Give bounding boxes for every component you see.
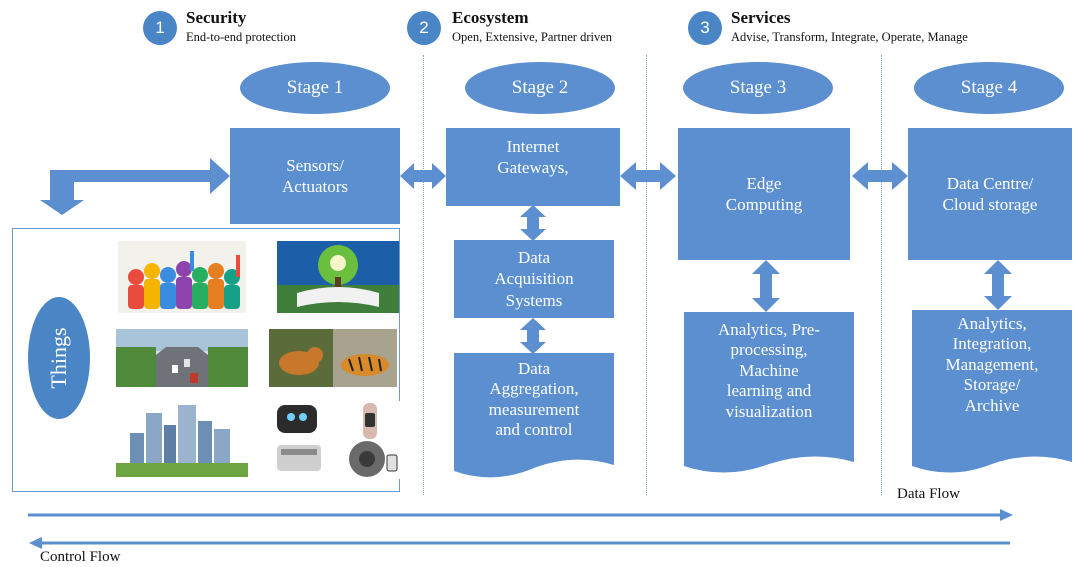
datacentre-line-1: Data Centre/	[946, 173, 1034, 193]
services-subtitle: Advise, Transform, Integrate, Operate, M…	[731, 30, 968, 44]
security-title: Security	[186, 8, 247, 27]
step-3-badge: 3	[688, 11, 722, 45]
separator-1	[423, 55, 424, 495]
aggregation-line-4: and control	[495, 420, 573, 440]
acquisition-line-2: Acquisition	[494, 269, 574, 289]
control-flow-arrowhead	[29, 537, 42, 549]
dc-analytics-line-1: Analytics,	[957, 314, 1027, 333]
step-1-badge: 1	[143, 11, 177, 45]
stage-1-oval: Stage 1	[240, 62, 390, 114]
edge-line-2: Computing	[725, 195, 803, 214]
services-title: Services	[731, 8, 791, 27]
gateways-edge-arrow	[620, 162, 676, 190]
security-subtitle: End-to-end protection	[186, 30, 297, 44]
edge-analytics-line-1: Analytics, Pre-	[718, 320, 820, 339]
separator-3	[881, 55, 882, 495]
tree-book-icon	[277, 241, 399, 313]
step-2-badge: 2	[407, 11, 441, 45]
aggregation-line-3: measurement	[488, 399, 580, 419]
gateways-line-1: Internet	[506, 137, 560, 156]
city-skyline-icon	[116, 399, 248, 477]
edge-line-1: Edge	[746, 173, 782, 193]
sensors-line-2: Actuators	[281, 177, 349, 196]
edge-analytics-doc: Analytics, Pre- processing, Machine lear…	[684, 312, 854, 480]
traffic-street-icon	[116, 329, 248, 387]
data-aggregation-doc: Data Aggregation, measurement and contro…	[454, 353, 614, 485]
datacentre-analytics-arrow	[984, 260, 1012, 310]
separator-2	[646, 55, 647, 495]
dc-analytics-line-2: Integration,	[952, 334, 1032, 354]
dc-analytics-line-3: Management,	[945, 354, 1039, 374]
things-panel: Things	[12, 228, 401, 492]
stage-3-oval: Stage 3	[683, 62, 833, 114]
datacentre-line-2: Cloud storage	[942, 195, 1038, 214]
gateways-acquisition-arrow	[520, 205, 546, 241]
people-icon	[118, 241, 246, 313]
dc-analytics-doc: Analytics, Integration, Management, Stor…	[912, 310, 1072, 480]
stage-2-oval: Stage 2	[465, 62, 615, 114]
things-label: Things	[46, 327, 71, 389]
edge-analytics-arrow	[752, 260, 780, 312]
acquisition-line-1: Data	[517, 248, 551, 268]
stage-4-oval: Stage 4	[914, 62, 1064, 114]
edge-datacentre-arrow	[852, 162, 908, 190]
sensors-line-1: Sensors/	[286, 155, 344, 175]
things-to-sensors-arrow	[40, 158, 230, 215]
edge-analytics-line-3: Machine	[739, 360, 799, 380]
acquisition-line-3: Systems	[505, 290, 563, 310]
aggregation-doc-shape	[454, 353, 614, 478]
dc-analytics-line-5: Archive	[964, 395, 1020, 415]
data-flow-arrowhead	[1000, 509, 1013, 521]
dc-analytics-line-4: Storage/	[963, 375, 1021, 395]
smart-devices-icon	[271, 401, 401, 479]
data-centre-box: Data Centre/Cloud storage	[908, 128, 1072, 260]
sensors-gateways-arrow	[400, 163, 446, 189]
things-oval: Things	[28, 297, 90, 419]
data-flow-label: Data Flow	[897, 486, 960, 502]
acquisition-aggregation-arrow	[520, 318, 546, 354]
dc-analytics-doc-shape	[912, 310, 1072, 473]
gateways-line-2: Gateways,	[497, 158, 569, 178]
sensors-actuators-box: Sensors/Actuators	[230, 128, 400, 224]
edge-analytics-line-5: visualization	[725, 401, 813, 421]
wildlife-icon	[269, 329, 397, 387]
edge-analytics-line-4: learning and	[726, 381, 812, 401]
ecosystem-title: Ecosystem	[452, 8, 529, 27]
aggregation-line-1: Data	[517, 359, 551, 378]
edge-analytics-doc-shape	[684, 312, 854, 473]
aggregation-line-2: Aggregation,	[489, 379, 579, 399]
edge-analytics-line-2: processing,	[730, 340, 808, 360]
ecosystem-subtitle: Open, Extensive, Partner driven	[452, 30, 613, 44]
control-flow-label: Control Flow	[40, 549, 121, 565]
